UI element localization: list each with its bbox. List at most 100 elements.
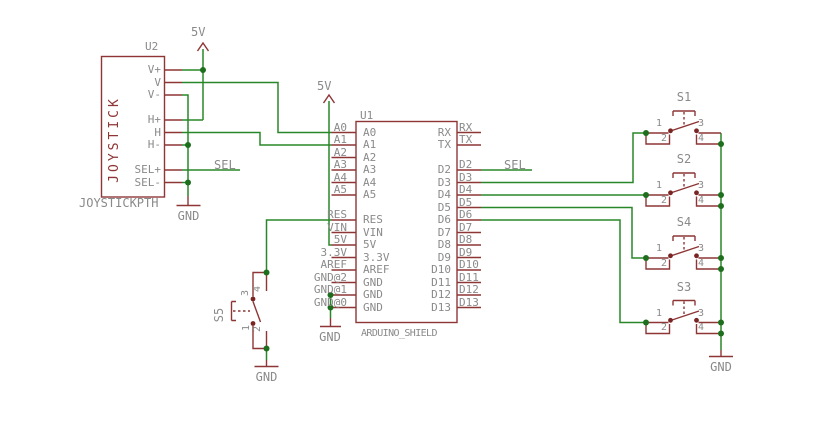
wire-vminus-gnd (182, 94, 189, 183)
arduino-pin-label: D7 (437, 225, 451, 239)
switch-pin-number: 1 (656, 118, 663, 129)
wire-v-to-a0 (182, 81, 332, 134)
arduino-pad-label: RX (459, 120, 473, 134)
arduino-pad-label: D13 (459, 295, 479, 309)
arduino-pin-label: D8 (437, 238, 451, 251)
switch-pin-number: 2 (661, 257, 668, 269)
joystick-pin-label: H- (147, 138, 161, 151)
joystick-ref: U2 (145, 40, 159, 53)
arduino-pin-label: AREF (363, 263, 390, 276)
arduino-pin-label: A1 (363, 138, 377, 151)
joystick-pin-label: SEL+ (134, 163, 162, 176)
s3-lever (670, 310, 700, 322)
switch-ref-s3: S3 (676, 279, 692, 294)
switch-ref-s2: S2 (676, 152, 692, 166)
junction-dot (263, 345, 270, 352)
gnd-symbol-joystick (176, 196, 201, 207)
arduino-pad-label: D4 (459, 183, 473, 196)
switch-s4 (645, 235, 721, 270)
arduino-pad-label: GND@1 (313, 283, 347, 296)
junction-dot (718, 266, 724, 272)
junction-dot (327, 304, 334, 311)
arduino-pin-label: D12 (431, 288, 451, 301)
arduino-pad-label: D9 (459, 245, 473, 259)
junction-dot (718, 141, 724, 147)
switch-pin-number: 3 (698, 307, 705, 319)
junction-dot (185, 142, 191, 148)
switch-s1 (645, 110, 721, 145)
switch-pin-number: 4 (698, 322, 705, 333)
arduino-pad-label: A5 (333, 183, 347, 196)
junction-dot (185, 179, 191, 186)
arduino-pin-label: D3 (437, 175, 451, 189)
arduino-pin-label: RX (437, 125, 451, 139)
arduino-pin-label: D10 (431, 263, 451, 276)
arduino-pin-label: D11 (431, 275, 451, 289)
switch-pin-number: 1 (240, 324, 252, 331)
s5-pins-hooks (252, 271, 268, 350)
wire-d6-to-s3 (481, 219, 646, 324)
switch-pin-number: 4 (252, 285, 264, 293)
switch-pin-number: 3 (239, 289, 251, 296)
switch-pin-number: 4 (698, 257, 705, 269)
arduino-value: ARDUINO_SHIELD (361, 328, 437, 339)
junction-dots (185, 67, 724, 352)
arduino-pad-label: D3 (459, 170, 473, 184)
junction-dot (643, 255, 649, 261)
arduino-pad-label: RES (327, 208, 347, 221)
arduino-left-stubs (331, 131, 356, 309)
arduino-pin-label: VIN (363, 225, 383, 239)
gnd-symbol-arduino (320, 318, 341, 328)
arduino-pad-label: GND@2 (313, 270, 347, 284)
switch-pin-number: 2 (661, 132, 668, 144)
gnd-label-s5: GND (255, 370, 278, 384)
s2-pins-hooks (645, 194, 721, 207)
gnd-label-joystick: GND (177, 209, 200, 223)
5v-symbol-left-arrow (196, 41, 210, 52)
arduino-pin-label: GND (363, 275, 383, 289)
junction-dot (718, 192, 724, 198)
wire-d3-to-s1 (481, 132, 646, 184)
5v-symbol-arduino-arrow (322, 93, 336, 104)
arduino-pad-label: D12 (459, 283, 479, 296)
junction-dot (718, 319, 724, 326)
5v-label-arduino: 5V (317, 79, 332, 93)
joystick-pin-label: H (154, 125, 161, 139)
joystick-pin-label: V- (147, 88, 161, 101)
arduino-pin-label: GND (363, 300, 383, 314)
arduino-pad-label: A0 (333, 120, 347, 134)
wire-h-to-a1 (182, 131, 332, 146)
arduino-pin-label: A3 (363, 163, 377, 176)
switch-pin-number: 4 (698, 132, 705, 144)
s3-pins-hooks (645, 321, 721, 335)
s4-actuator (672, 235, 696, 241)
arduino-pin-label: D13 (431, 300, 451, 314)
arduino-pad-label: A1 (333, 133, 347, 146)
junction-dot (718, 203, 724, 209)
arduino-body (355, 120, 458, 324)
s5-lever (252, 301, 262, 323)
s4-pins-hooks (645, 257, 721, 270)
arduino-pad-label: D2 (459, 158, 473, 171)
wire-5v-arduino-vertical (328, 101, 332, 246)
switch-s2 (645, 172, 721, 207)
wire-d5-to-s4 (481, 206, 646, 259)
arduino-pin-label: D9 (437, 250, 451, 264)
switch-pin-number: 2 (252, 325, 264, 333)
junction-dot (718, 255, 724, 261)
switch-pin-number: 1 (656, 180, 663, 191)
s5-contact-bottom (250, 321, 256, 326)
gnd-label-arduino: GND (319, 330, 341, 344)
joystick-body (100, 55, 166, 198)
arduino-pad-label: TX (459, 133, 473, 146)
switch-pin-number: 2 (661, 322, 668, 333)
arduino-pin-label: A0 (363, 125, 377, 139)
arduino-pad-label: D5 (459, 195, 473, 209)
s2-lever (670, 182, 700, 194)
switch-s5 (230, 271, 268, 350)
gnd-label-switches: GND (710, 360, 732, 374)
switch-ref-s4: S4 (676, 215, 692, 229)
gnd-symbol-s5 (254, 360, 279, 368)
sel-net-label-arduino: SEL (504, 158, 526, 172)
